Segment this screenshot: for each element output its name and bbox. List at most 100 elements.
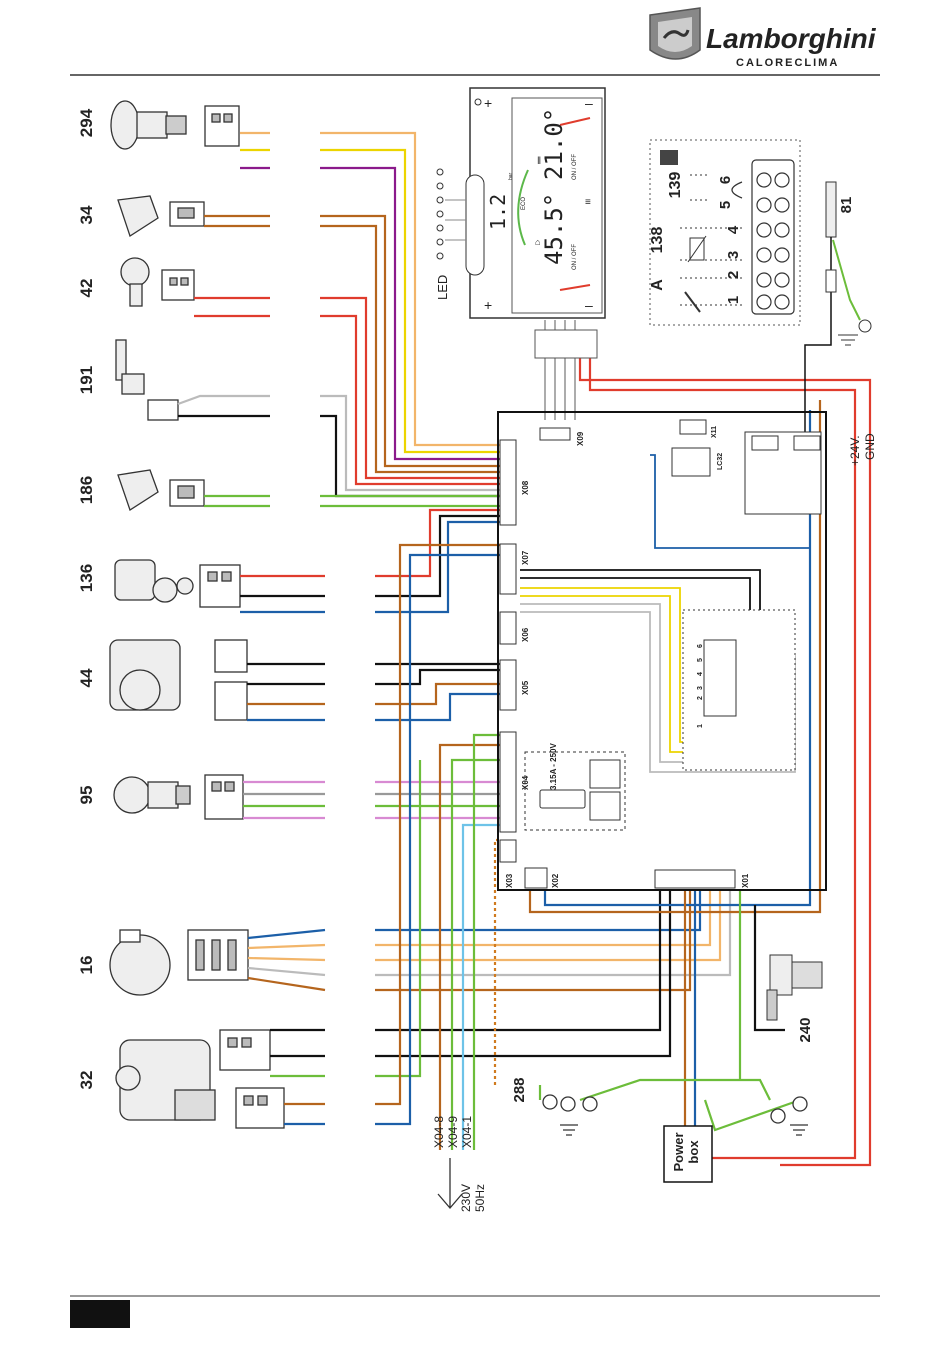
plus-button-bottom[interactable]: + bbox=[484, 297, 492, 313]
terminal-block: 6 5 4 3 2 1 139 138 A bbox=[649, 140, 800, 325]
pressure-value: 1.2 bbox=[486, 194, 510, 230]
supply-frequency: 50Hz bbox=[473, 1184, 487, 1212]
plus24-label: +24V. bbox=[848, 435, 862, 466]
component-294-icon bbox=[111, 101, 239, 149]
component-labels: 294 34 42 191 186 136 44 95 16 32 bbox=[77, 108, 96, 1089]
display-panel: + + – – 1.2 bar 45.5° 21.0° ON / OFF ON … bbox=[435, 88, 605, 358]
x01-connector bbox=[655, 870, 735, 888]
x05-label: X05 bbox=[521, 680, 530, 695]
x04-8-label: X04-8 bbox=[432, 1116, 446, 1148]
terminal-num-6: 6 bbox=[717, 176, 734, 184]
brand-name: Lamborghini bbox=[706, 23, 877, 54]
page-tab bbox=[70, 1300, 130, 1328]
code-139: 139 bbox=[667, 172, 684, 199]
strip-num-4: 4 bbox=[697, 672, 704, 676]
earth-ring bbox=[859, 320, 871, 332]
x03-connector bbox=[500, 840, 516, 862]
component-95-icon bbox=[114, 775, 243, 819]
minus-button-top[interactable]: – bbox=[585, 95, 593, 111]
terminal-num-4: 4 bbox=[725, 225, 742, 234]
component-code-42: 42 bbox=[77, 279, 96, 298]
x08-label: X08 bbox=[521, 480, 530, 495]
component-16-icon bbox=[110, 930, 248, 995]
component-code-136: 136 bbox=[77, 564, 96, 592]
dhw-temp: 45.5° bbox=[540, 193, 568, 265]
x02-connector bbox=[525, 868, 547, 888]
plus-button-top[interactable]: + bbox=[484, 95, 492, 111]
electrode-code: 81 bbox=[838, 197, 855, 214]
brand-sub: CALORECLIMA bbox=[736, 57, 839, 69]
code-288: 288 bbox=[511, 1077, 528, 1102]
header: Lamborghini CALORECLIMA bbox=[70, 8, 880, 75]
tap-icon: ⌂ bbox=[535, 237, 540, 247]
strip-num-1: 1 bbox=[697, 724, 704, 728]
component-44-icon bbox=[110, 640, 247, 720]
footer bbox=[70, 1296, 880, 1328]
component-code-32: 32 bbox=[77, 1071, 96, 1090]
strip-num-2: 2 bbox=[697, 696, 704, 700]
x04-1-label: X04-1 bbox=[460, 1116, 474, 1148]
x02-label: X02 bbox=[551, 873, 560, 888]
earth-symbol bbox=[838, 335, 858, 345]
electrode-81: 81 bbox=[805, 182, 871, 440]
on-off-dhw: ON / OFF bbox=[572, 244, 578, 270]
strip-num-3: 3 bbox=[697, 686, 704, 690]
component-32-icon bbox=[116, 1030, 284, 1128]
x07-label: X07 bbox=[521, 550, 530, 565]
main-board: X09 X08 X07 X06 X05 X04 X03 X02 X01 X11 … bbox=[498, 412, 826, 890]
terminal-num-1: 1 bbox=[725, 296, 742, 304]
x11-connector bbox=[680, 420, 706, 434]
led-dots bbox=[437, 169, 443, 259]
x06-connector bbox=[500, 612, 516, 644]
pressure-unit: bar bbox=[508, 172, 514, 180]
x11-label: X11 bbox=[711, 426, 718, 438]
component-191-icon bbox=[116, 340, 178, 420]
minus-button-bottom[interactable]: – bbox=[585, 297, 593, 313]
lc32-label: LC32 bbox=[717, 453, 724, 470]
ch-temp: 21.0° bbox=[540, 108, 568, 180]
x09-label: X09 bbox=[576, 431, 585, 446]
x05-connector bbox=[500, 660, 516, 710]
x09-connector bbox=[540, 428, 570, 440]
power-box-line2: box bbox=[686, 1140, 701, 1164]
component-code-34: 34 bbox=[77, 205, 96, 224]
power-box: Power box bbox=[664, 1126, 712, 1182]
code-138: 138 bbox=[649, 227, 666, 254]
component-code-191: 191 bbox=[77, 366, 96, 394]
led-label: LED bbox=[435, 275, 450, 300]
shutter-icon bbox=[660, 150, 678, 165]
eco-label: ECO bbox=[521, 197, 527, 210]
x08-connector bbox=[500, 440, 516, 525]
x06-label: X06 bbox=[521, 627, 530, 642]
x04-connector bbox=[500, 732, 516, 832]
on-off-ch: ON / OFF bbox=[572, 154, 578, 180]
lc32-chip bbox=[672, 448, 710, 476]
gnd-label: GND bbox=[863, 433, 877, 460]
x04-9-label: X04-9 bbox=[446, 1116, 460, 1148]
fuse bbox=[540, 790, 585, 808]
power-box-line1: Power bbox=[671, 1132, 686, 1171]
radiator-icon: ǁ bbox=[537, 156, 541, 167]
x01-label: X01 bbox=[741, 873, 750, 888]
x04-label: X04 bbox=[521, 775, 530, 790]
mains: X04-8 X04-9 X04-1 288 230V 50Hz bbox=[432, 1077, 528, 1212]
terminal-num-2: 2 bbox=[725, 271, 742, 279]
component-sketches bbox=[110, 101, 284, 1128]
component-code-186: 186 bbox=[77, 476, 96, 504]
menu-icon: ≡ bbox=[585, 197, 591, 208]
terminal-num-5: 5 bbox=[717, 201, 734, 209]
brand-logo bbox=[650, 8, 700, 59]
sensor-code: 240 bbox=[797, 1017, 814, 1042]
component-code-44: 44 bbox=[77, 668, 96, 687]
component-code-95: 95 bbox=[77, 786, 96, 805]
x07-connector bbox=[500, 544, 516, 594]
supply-voltage: 230V bbox=[459, 1184, 473, 1212]
led-strip bbox=[466, 175, 484, 275]
component-code-16: 16 bbox=[77, 956, 96, 975]
code-a: A bbox=[649, 279, 666, 291]
strip-num-5: 5 bbox=[697, 658, 704, 662]
terminal-num-3: 3 bbox=[725, 251, 742, 259]
fuse-label: 3.15A - 250V bbox=[549, 742, 558, 790]
switch-icon bbox=[685, 292, 700, 312]
